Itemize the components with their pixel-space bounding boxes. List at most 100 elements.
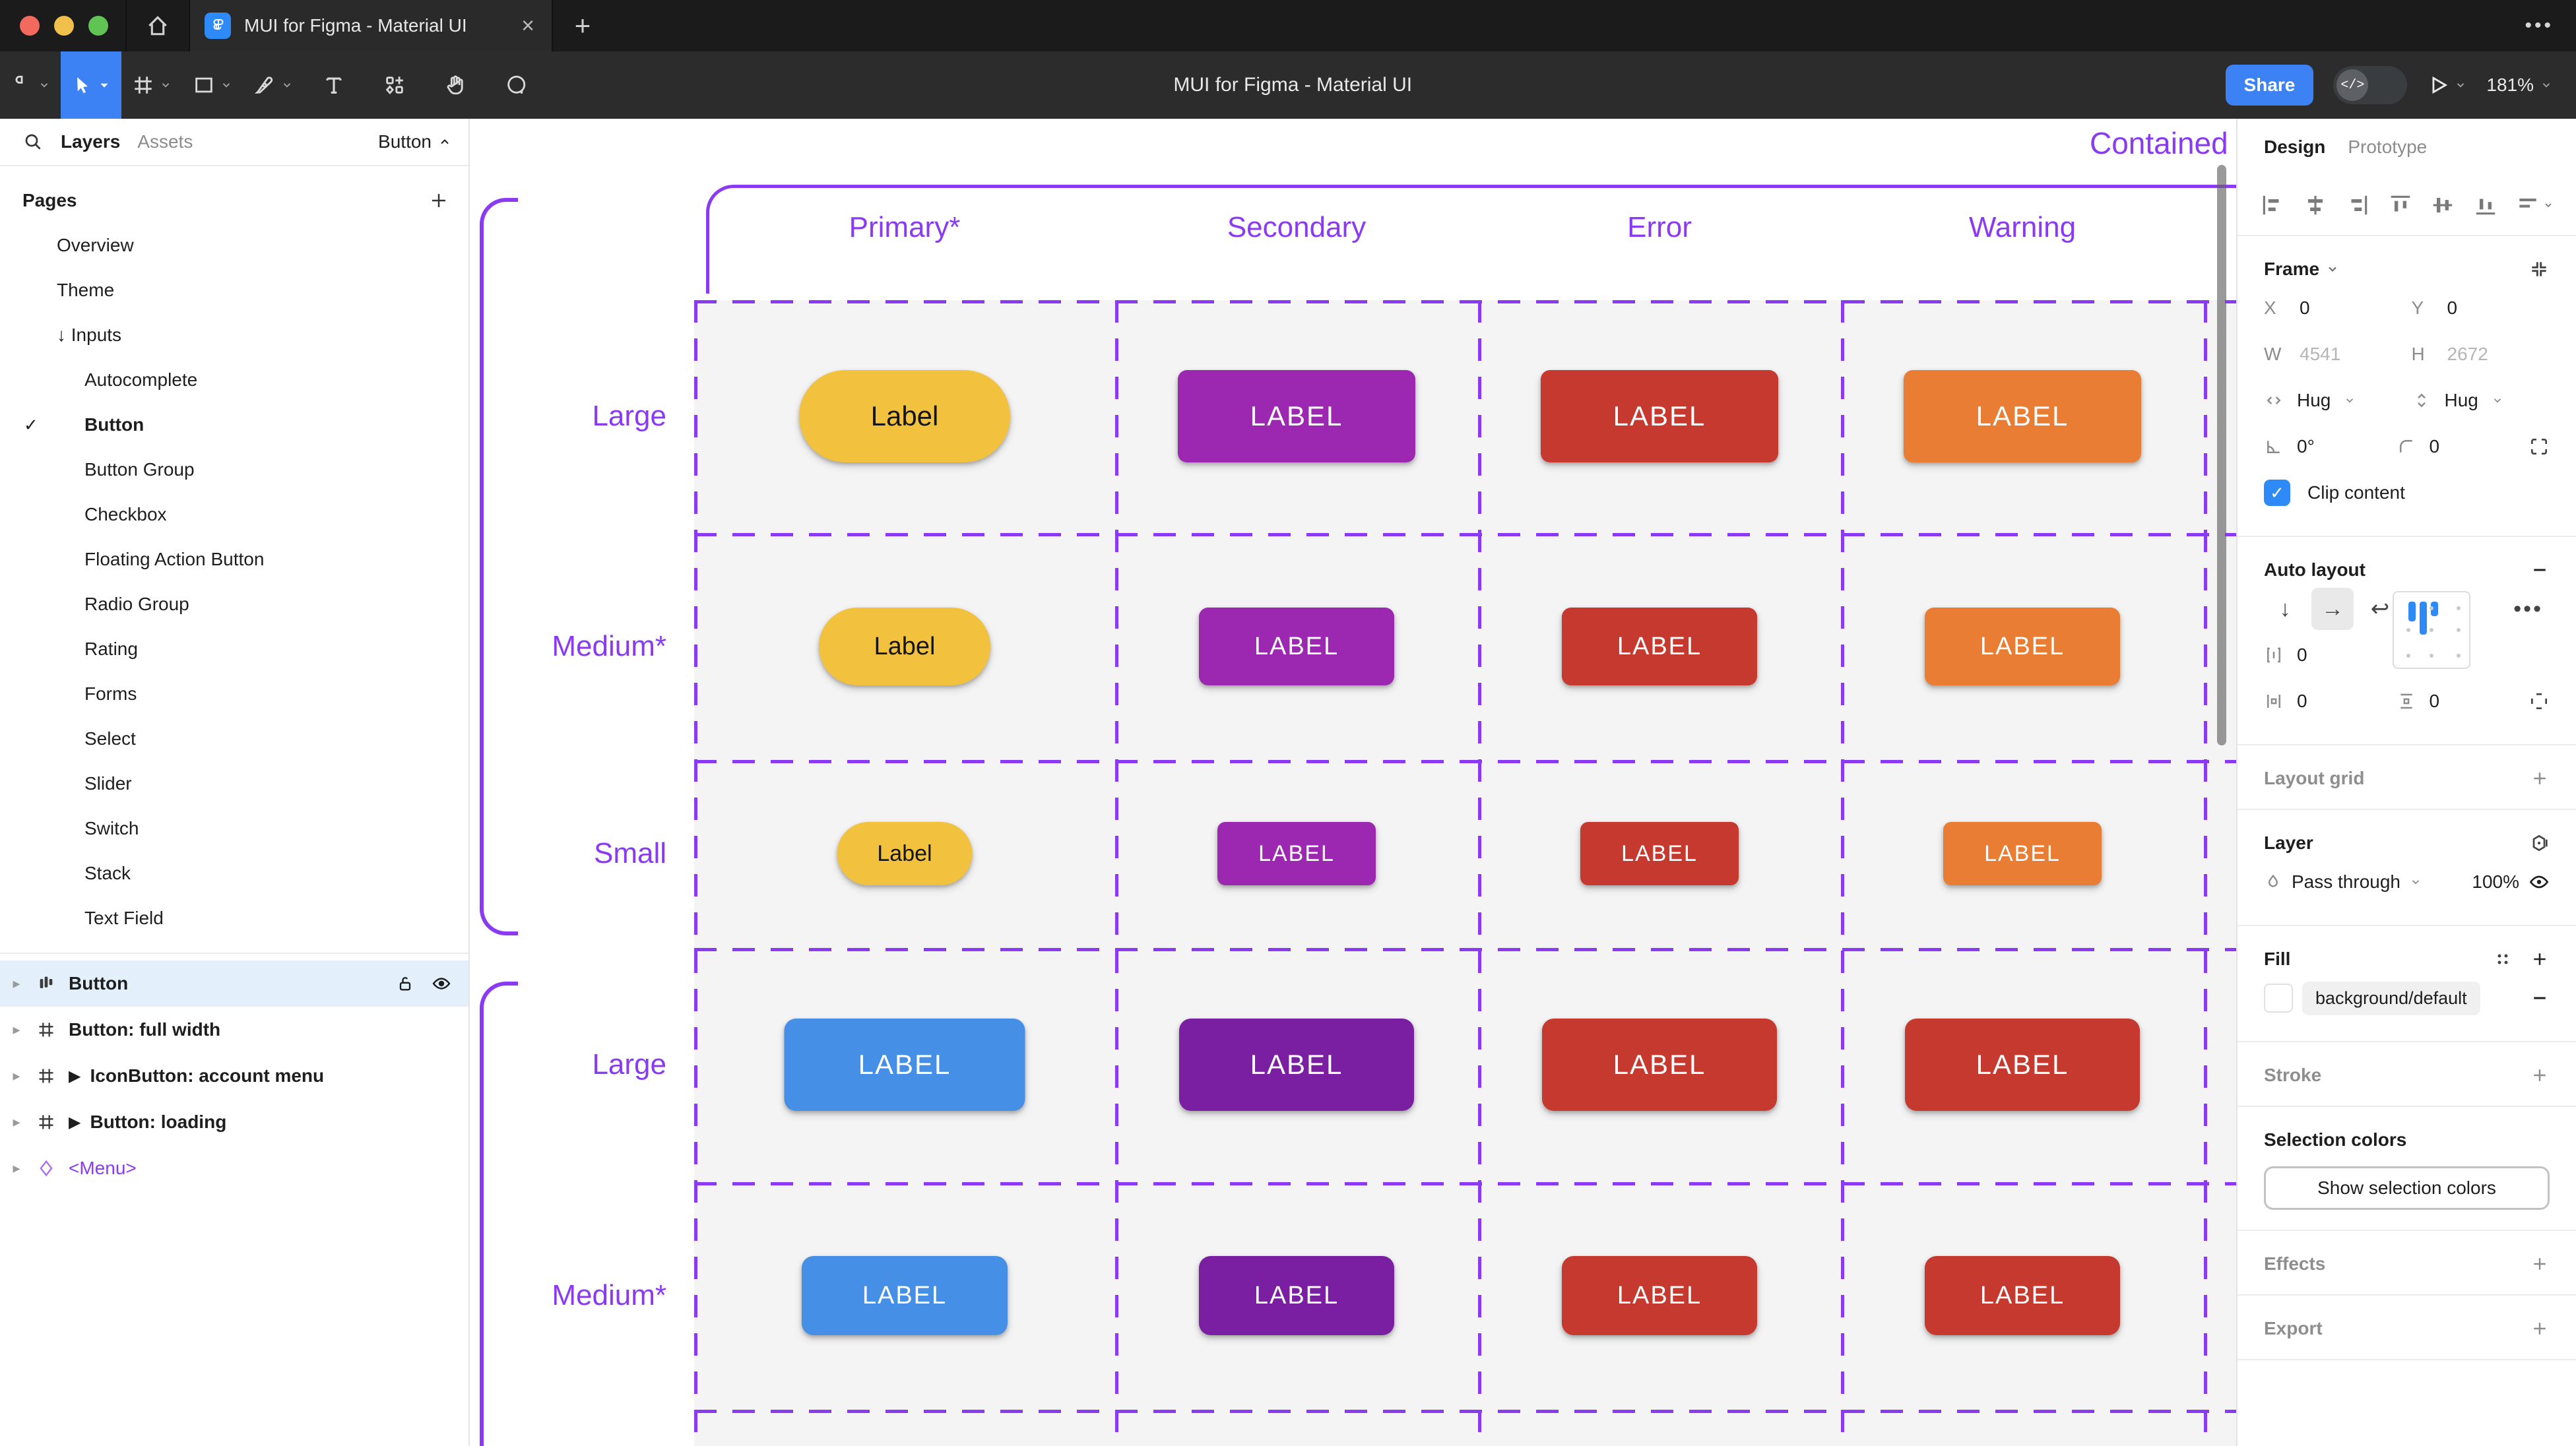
fill-style-name[interactable]: background/default — [2302, 981, 2480, 1015]
search-icon[interactable] — [22, 131, 44, 152]
eye-icon[interactable] — [432, 974, 451, 993]
add-effect-icon[interactable] — [2530, 1254, 2550, 1274]
document-tab[interactable]: MUI for Figma - Material UI × — [190, 0, 552, 51]
rotation-input[interactable]: 0° — [2297, 436, 2315, 456]
canvas-button-large-warning[interactable]: LABEL — [1905, 1019, 2140, 1111]
canvas-button-medium-error[interactable]: LABEL — [1562, 608, 1757, 685]
align-right-icon[interactable] — [2345, 193, 2370, 218]
new-tab-button[interactable]: + — [574, 10, 591, 41]
unlock-icon[interactable] — [396, 974, 414, 993]
canvas-button-medium-error[interactable]: LABEL — [1562, 1256, 1757, 1335]
height-input[interactable]: 2672 — [2447, 344, 2488, 364]
fill-color-swatch[interactable] — [2264, 984, 2293, 1013]
page-item-button[interactable]: ✓Button — [0, 402, 468, 447]
tab-design[interactable]: Design — [2264, 137, 2326, 157]
add-stroke-icon[interactable] — [2530, 1065, 2550, 1085]
close-window-button[interactable] — [20, 16, 40, 36]
page-item-overview[interactable]: Overview — [0, 223, 468, 268]
close-tab-button[interactable]: × — [521, 13, 534, 38]
share-button[interactable]: Share — [2225, 65, 2314, 106]
layout-wrap[interactable]: ↩ — [2370, 596, 2390, 621]
remove-auto-layout-icon[interactable] — [2530, 560, 2550, 580]
canvas-button-medium-warning[interactable]: LABEL — [1925, 1256, 2120, 1335]
layer-item-button-full-width[interactable]: ▸Button: full width — [0, 1007, 468, 1053]
canvas-button-medium-primary[interactable]: LABEL — [802, 1256, 1008, 1335]
add-fill-icon[interactable] — [2530, 949, 2550, 969]
chevron-down-icon[interactable] — [2326, 263, 2339, 276]
maximize-window-button[interactable] — [88, 16, 108, 36]
tab-assets[interactable]: Assets — [137, 131, 193, 152]
expand-chevron-icon[interactable]: ▸ — [13, 1114, 20, 1130]
vertical-padding-input[interactable]: 0 — [2429, 691, 2440, 711]
page-item-text-field[interactable]: Text Field — [0, 896, 468, 941]
page-item-radio-group[interactable]: Radio Group — [0, 582, 468, 627]
expand-chevron-icon[interactable]: ▸ — [13, 1021, 20, 1038]
canvas-button-small-warning[interactable]: LABEL — [1943, 822, 2102, 885]
horizontal-resizing-dropdown[interactable]: Hug — [2264, 390, 2402, 411]
page-item-theme[interactable]: Theme — [0, 268, 468, 313]
page-item-forms[interactable]: Forms — [0, 672, 468, 716]
frame-tool-button[interactable] — [121, 51, 182, 119]
frame-title-label[interactable]: Contained — [2090, 126, 2228, 160]
independent-padding-icon[interactable] — [2528, 691, 2550, 712]
canvas-button-large-secondary[interactable]: LABEL — [1179, 1019, 1414, 1111]
independent-corners-icon[interactable] — [2528, 436, 2550, 457]
canvas-button-medium-secondary[interactable]: LABEL — [1199, 1256, 1394, 1335]
dev-mode-toggle[interactable]: </> — [2333, 66, 2408, 104]
tidy-up-dropdown[interactable] — [2515, 193, 2554, 218]
canvas-button-large-warning[interactable]: LABEL — [1904, 370, 2141, 462]
width-input[interactable]: 4541 — [2300, 344, 2341, 364]
window-more-menu[interactable]: ••• — [2525, 15, 2554, 36]
page-item-rating[interactable]: Rating — [0, 627, 468, 672]
align-top-icon[interactable] — [2388, 193, 2413, 218]
horizontal-padding-input[interactable]: 0 — [2297, 691, 2307, 711]
add-export-icon[interactable] — [2530, 1319, 2550, 1338]
text-tool-button[interactable] — [304, 51, 364, 119]
expand-chevron-icon[interactable]: ▸ — [13, 1067, 20, 1084]
canvas-button-small-primary[interactable]: Label — [837, 822, 973, 885]
page-item-switch[interactable]: Switch — [0, 806, 468, 851]
add-page-button[interactable] — [429, 191, 449, 210]
canvas-button-small-error[interactable]: LABEL — [1580, 822, 1739, 885]
x-input[interactable]: 0 — [2300, 298, 2310, 318]
remove-fill-icon[interactable] — [2530, 988, 2550, 1008]
canvas-button-small-secondary[interactable]: LABEL — [1217, 822, 1376, 885]
tab-prototype[interactable]: Prototype — [2348, 137, 2428, 157]
gap-input[interactable]: 0 — [2297, 644, 2307, 665]
canvas-button-large-primary[interactable]: LABEL — [784, 1019, 1025, 1111]
canvas-button-large-error[interactable]: LABEL — [1541, 370, 1778, 462]
canvas-button-large-secondary[interactable]: LABEL — [1178, 370, 1415, 462]
layer-item-button[interactable]: ▸Button — [0, 960, 468, 1007]
expand-chevron-icon[interactable]: ▸ — [13, 1160, 20, 1176]
align-left-icon[interactable] — [2260, 193, 2285, 218]
home-button[interactable] — [127, 0, 189, 51]
page-item-checkbox[interactable]: Checkbox — [0, 492, 468, 537]
layout-direction-vertical[interactable]: ↓ — [2279, 596, 2291, 621]
layer-item-iconbutton-account-menu[interactable]: ▸▶IconButton: account menu — [0, 1053, 468, 1099]
page-item-inputs[interactable]: ↓ Inputs — [0, 313, 468, 358]
canvas-button-medium-primary[interactable]: Label — [819, 608, 990, 685]
hand-tool-button[interactable] — [425, 51, 486, 119]
canvas-button-large-error[interactable]: LABEL — [1542, 1019, 1777, 1111]
clip-content-checkbox[interactable]: ✓ — [2264, 480, 2290, 506]
pen-tool-button[interactable] — [243, 51, 304, 119]
blend-mode-icon[interactable] — [2528, 833, 2550, 854]
alignment-box[interactable] — [2393, 591, 2470, 669]
canvas-scrollbar[interactable] — [2217, 165, 2226, 745]
align-horizontal-center-icon[interactable] — [2303, 193, 2328, 218]
show-selection-colors-button[interactable]: Show selection colors — [2264, 1166, 2550, 1210]
canvas-button-large-primary[interactable]: Label — [799, 370, 1010, 462]
page-item-floating-action-button[interactable]: Floating Action Button — [0, 537, 468, 582]
canvas-button-medium-warning[interactable]: LABEL — [1925, 608, 2120, 685]
zoom-level-dropdown[interactable]: 181% — [2486, 75, 2552, 96]
layer-opacity-input[interactable]: 100% — [2472, 871, 2519, 892]
present-button[interactable] — [2427, 74, 2466, 96]
expand-chevron-icon[interactable]: ▸ — [13, 975, 20, 991]
layer-item--menu-[interactable]: ▸<Menu> — [0, 1145, 468, 1191]
comment-tool-button[interactable] — [486, 51, 546, 119]
eye-icon[interactable] — [2528, 871, 2550, 893]
add-layout-grid-icon[interactable] — [2530, 769, 2550, 788]
align-bottom-icon[interactable] — [2473, 193, 2498, 218]
vertical-resizing-dropdown[interactable]: Hug — [2412, 390, 2550, 411]
